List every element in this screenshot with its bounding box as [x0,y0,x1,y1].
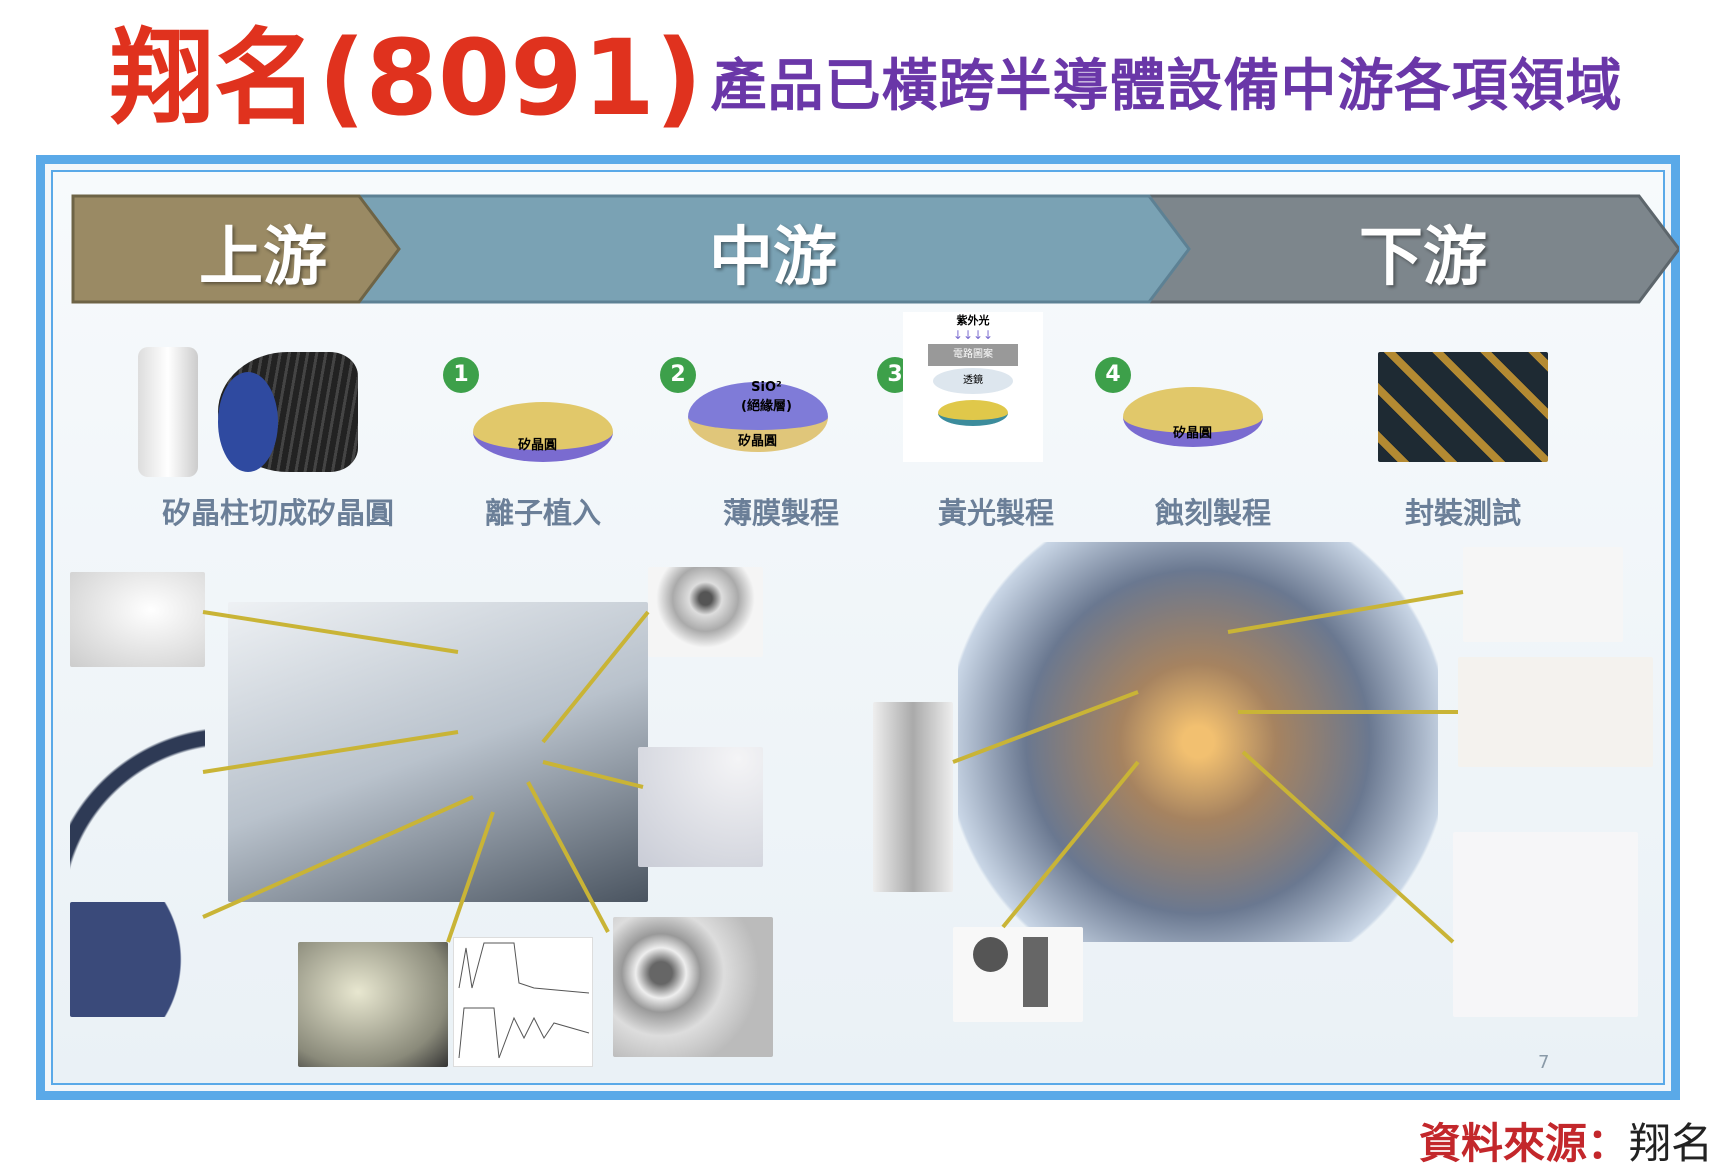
page-number: 7 [1538,1052,1550,1073]
step-1-badge: 1 [443,357,479,393]
source-key: 資料來源： [1418,1119,1629,1168]
disk-part-image [70,902,205,1017]
step-label-lithography: 黃光製程 [937,496,1055,530]
step-2-badge: 2 [660,357,696,393]
valve-part-image [873,702,953,892]
lens-part-image [298,942,448,1067]
spectrum-chart-image [453,937,593,1067]
ring-part-image [70,697,205,877]
metal-parts-image [1453,832,1638,1017]
ion-implant-machine-image [228,602,648,902]
step-label-ingot: 矽晶柱切成矽晶圓 [161,496,395,530]
source-note: 資料來源：翔名 [1419,1110,1713,1171]
slide-content: 上游 中游 下游 1 矽晶圓 2 SiO²(絕緣層) 矽晶圓 3 紫外光 ↓↓↓… [51,170,1679,1085]
plate-part-image [638,747,763,867]
nozzle-part-image [648,567,763,657]
supply-chain-banner: 上游 中游 下游 [69,194,1679,304]
midstream-label: 中游 [709,221,837,295]
shower-plate-part-image [70,572,205,667]
step-label-etch: 蝕刻製程 [1154,496,1272,530]
lithography-image: 紫外光 ↓↓↓↓ 電路圖案 透鏡 [903,312,1043,462]
wafer-text: 矽晶圓 [738,434,778,449]
sio2-text: SiO²(絕緣層) [741,380,792,414]
wafer-text: 矽晶圓 [1173,426,1213,441]
packaging-chips-image [1378,352,1548,462]
banner-arrows [71,194,1679,304]
upstream-label: 上游 [199,221,327,295]
thin-film-wafer-image [688,382,828,452]
heater-rods-image [1463,547,1623,642]
source-value: 翔名 [1628,1119,1713,1168]
downstream-label: 下游 [1359,221,1487,295]
step-label-packaging: 封裝測試 [1404,496,1522,530]
upstream-arrow [71,194,401,304]
pedestal-part-image [953,927,1083,1022]
step-label-thin-film: 薄膜製程 [722,496,840,530]
chamber-part-image [613,917,773,1057]
company-title: 翔名(8091) [110,17,703,139]
step-label-ion-implant: 離子植入 [484,496,602,530]
ceramic-parts-image [1458,657,1653,767]
page-title: 翔名(8091) 產品已橫跨半導體設備中游各項領域 [110,10,1623,130]
step-4-badge: 4 [1095,357,1131,393]
slide-frame: 上游 中游 下游 1 矽晶圓 2 SiO²(絕緣層) 矽晶圓 3 紫外光 ↓↓↓… [36,155,1680,1100]
callout-lines [202,590,1464,944]
subtitle: 產品已橫跨半導體設備中游各項領域 [710,54,1623,119]
wafer-text: 矽晶圓 [518,438,558,453]
